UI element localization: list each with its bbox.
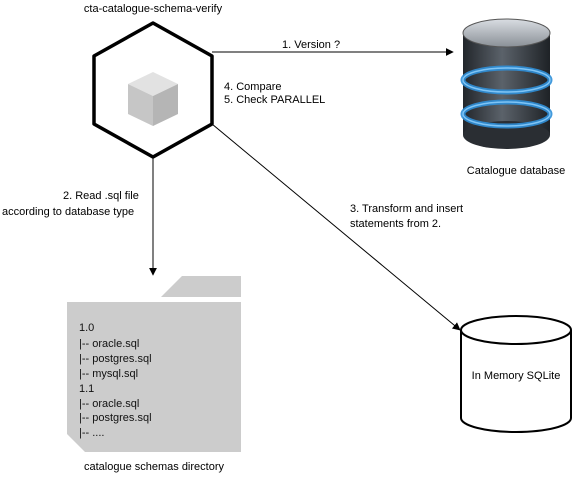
transform-label-2: statements from 2. xyxy=(350,218,441,230)
tree-line: |-- oracle.sql xyxy=(79,338,139,350)
folder-icon xyxy=(67,276,241,452)
directory-label: catalogue schemas directory xyxy=(84,461,225,473)
read-sql-label-2: according to database type xyxy=(2,206,134,218)
directory-tree: 1.0 |-- oracle.sql |-- postgres.sql |-- … xyxy=(79,322,152,439)
read-sql-label-1: 2. Read .sql file xyxy=(63,190,139,202)
transform-arrow xyxy=(211,123,461,331)
cylinder-icon xyxy=(460,315,572,433)
tree-line: |-- .... xyxy=(79,427,104,439)
sqlite-label: In Memory SQLite xyxy=(472,370,561,382)
cube-icon xyxy=(92,21,214,159)
compare-label: 4. Compare xyxy=(224,81,281,93)
tree-line: |-- oracle.sql xyxy=(79,398,139,410)
version-label: 1. Version ? xyxy=(282,39,340,51)
tree-line: 1.0 xyxy=(79,322,94,334)
database-label: Catalogue database xyxy=(467,165,565,177)
tool-title: cta-catalogue-schema-verify xyxy=(84,3,223,15)
database-icon xyxy=(460,18,553,149)
transform-label-1: 3. Transform and insert xyxy=(350,203,463,215)
check-parallel-label: 5. Check PARALLEL xyxy=(224,94,325,106)
tree-line: 1.1 xyxy=(79,383,94,395)
tree-line: |-- mysql.sql xyxy=(79,368,138,380)
tree-line: |-- postgres.sql xyxy=(79,412,152,424)
tree-line: |-- postgres.sql xyxy=(79,353,152,365)
